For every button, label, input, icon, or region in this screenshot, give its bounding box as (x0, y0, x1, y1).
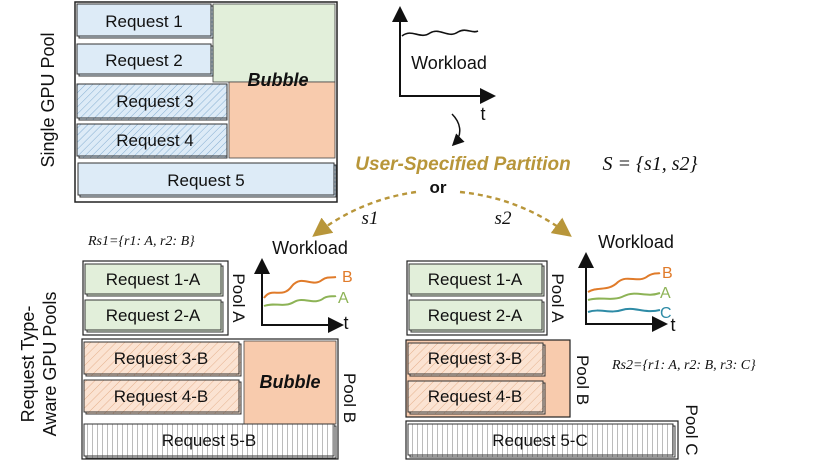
top-workload-curve (401, 29, 479, 37)
right-pool-c-label: Pool C (682, 404, 701, 455)
left-bubble-label: Bubble (260, 372, 321, 392)
left-t-label: t (343, 313, 348, 333)
right-series-c-label: C (660, 305, 672, 322)
top-workload-label: Workload (411, 53, 487, 73)
left-bubble-region (243, 340, 337, 425)
top-request-4-label: Request 4 (116, 131, 194, 150)
right-request-2a: Request 2-A (428, 306, 523, 325)
right-series-a-line (587, 292, 661, 301)
right-series-c-line (587, 307, 661, 313)
left-rs-label: Rs1={r1: A, r2: B} (87, 234, 195, 249)
left-pool-a-label: Pool A (229, 273, 248, 323)
right-rs-label: Rs2={r1: A, r2: B, r3: C} (611, 358, 756, 373)
right-pool-a: Request 1-A Request 2-A Pool A (406, 260, 567, 336)
left-series-b-label: B (342, 269, 353, 286)
single-gpu-pool-label: Single GPU Pool (38, 32, 58, 167)
s2-label: s2 (495, 208, 512, 229)
left-request-4b: Request 4-B (114, 387, 209, 406)
s1-arrow (312, 190, 417, 237)
left-pool-b-label: Pool B (340, 373, 359, 423)
s2-arrow (459, 190, 572, 237)
left-workload-chart: Workload B A t (254, 238, 353, 333)
bubble-green-region (212, 3, 336, 83)
s1-label: s1 (362, 208, 379, 229)
left-series-a-line (263, 295, 337, 307)
right-pool-b-label: Pool B (573, 355, 592, 405)
right-request-3b: Request 3-B (428, 349, 523, 368)
left-series-b-line (263, 276, 337, 299)
top-request-4: Request 4 (76, 123, 228, 159)
top-request-5-label: Request 5 (167, 171, 245, 190)
top-request-3-label: Request 3 (116, 92, 194, 111)
type-aware-label-line2: Aware GPU Pools (40, 292, 60, 437)
left-pool-b: Bubble Request 3-B Request 4-B Request 5… (81, 338, 359, 460)
single-gpu-pool: Bubble Request 1 Request 2 Request 3 Req… (74, 1, 338, 203)
bubble-orange-region (228, 81, 336, 159)
top-request-5: Request 5 (77, 162, 337, 198)
right-t-label: t (670, 315, 675, 335)
top-bubble-label: Bubble (248, 70, 309, 90)
right-pool-c: Request 5-C Pool C (405, 404, 701, 460)
right-pool-b: Request 3-B Request 4-B Pool B (405, 339, 592, 418)
right-request-4b: Request 4-B (428, 387, 523, 406)
right-series-a-label: A (660, 285, 671, 302)
left-workload-label: Workload (272, 238, 348, 258)
left-series-a-label: A (338, 290, 349, 307)
top-request-2-label: Request 2 (105, 51, 183, 70)
type-aware-label-line1: Request Type- (18, 306, 38, 423)
right-request-5c: Request 5-C (492, 431, 587, 450)
top-request-2: Request 2 (76, 43, 214, 77)
top-request-3: Request 3 (76, 83, 228, 121)
right-request-1a: Request 1-A (428, 270, 523, 289)
left-request-2a: Request 2-A (106, 306, 201, 325)
right-workload-label: Workload (598, 232, 674, 252)
right-pool-a-label: Pool A (548, 273, 567, 323)
left-request-5b: Request 5-B (162, 431, 257, 450)
top-request-1-label: Request 1 (105, 12, 183, 31)
top-t-label: t (480, 104, 485, 124)
type-aware-side-label: Request Type- Aware GPU Pools (18, 292, 60, 437)
left-request-3b: Request 3-B (114, 349, 209, 368)
partition-label: User-Specified Partition (355, 154, 570, 175)
right-series-b-label: B (662, 265, 673, 282)
left-request-1a: Request 1-A (106, 270, 201, 289)
partition-formula: S = {s1, s2} (602, 153, 697, 175)
down-arrow (451, 113, 465, 147)
left-pool-a: Request 1-A Request 2-A Pool A (82, 260, 248, 336)
right-workload-chart: Workload B A C t (578, 232, 676, 335)
or-label: or (430, 178, 447, 197)
right-series-b-line (587, 272, 661, 293)
top-workload-chart: Workload t (392, 6, 496, 124)
top-request-1: Request 1 (76, 3, 214, 39)
